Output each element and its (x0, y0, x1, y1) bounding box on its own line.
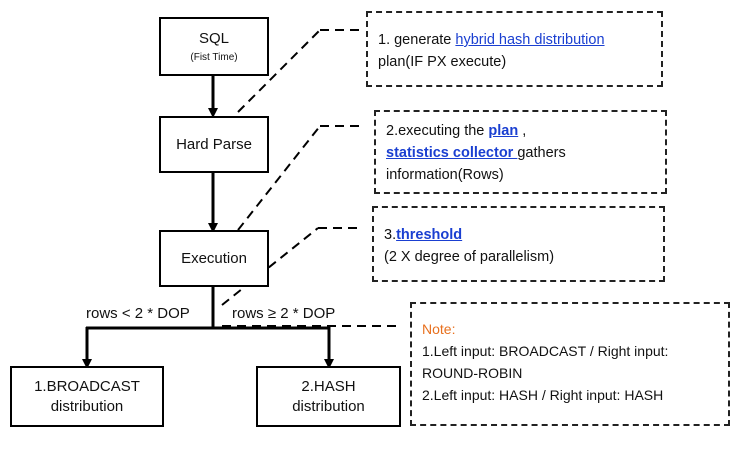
note4-title: Note: (422, 321, 456, 337)
execution-box: Execution (159, 230, 269, 287)
statistics-collector-link[interactable]: statistics collector (386, 145, 518, 161)
hash-line1: 2.HASH (301, 378, 356, 395)
sql-box: SQL (Fist Time) (159, 17, 269, 76)
execution-label: Execution (181, 250, 247, 267)
note2-mid: , (518, 123, 527, 139)
note-threshold: 3.threshold (2 X degree of parallelism) (372, 206, 665, 282)
note-input-distribution: Note: 1.Left input: BROADCAST / Right in… (410, 302, 730, 426)
note3-line2: (2 X degree of parallelism) (384, 249, 555, 265)
note3-line1: 3.threshold (384, 224, 653, 246)
branch-label-left: rows < 2 * DOP (86, 305, 190, 322)
note1-line2: plan(IF PX execute) (378, 54, 507, 70)
note2-line1: 2.executing the plan , (386, 120, 655, 142)
hybrid-hash-distribution-link[interactable]: hybrid hash distribution (455, 32, 605, 48)
note3-prefix: 3. (384, 227, 397, 243)
note2-line2: statistics collector gathers (386, 142, 655, 164)
note2-suffix1: gathers (517, 145, 566, 161)
hard-parse-label: Hard Parse (176, 136, 252, 153)
broadcast-line1: 1.BROADCAST (34, 378, 140, 395)
note1-line1: 1. generate hybrid hash distribution (378, 29, 651, 51)
broadcast-line2: distribution (50, 398, 124, 415)
callout-line-1 (237, 29, 321, 113)
note1-prefix: 1. generate (378, 32, 456, 48)
threshold-link[interactable]: threshold (396, 227, 463, 243)
sql-subtitle: (Fist Time) (190, 52, 238, 63)
callout-line-3 (221, 227, 319, 306)
note2-line3: information(Rows) (386, 167, 504, 183)
note4-line2: ROUND-ROBIN (422, 365, 523, 381)
note4-line1: 1.Left input: BROADCAST / Right input: (422, 343, 669, 359)
hard-parse-box: Hard Parse (159, 116, 269, 173)
broadcast-box: 1.BROADCAST distribution (10, 366, 164, 427)
note-generate-plan: 1. generate hybrid hash distribution pla… (366, 11, 663, 87)
note4-line3: 2.Left input: HASH / Right input: HASH (422, 387, 664, 403)
note-statistics-collector: 2.executing the plan , statistics collec… (374, 110, 667, 194)
plan-link[interactable]: plan (488, 123, 519, 139)
sql-title: SQL (198, 30, 229, 47)
hash-box: 2.HASH distribution (256, 366, 401, 427)
branch-label-right: rows ≥ 2 * DOP (232, 305, 336, 322)
callout-line-2 (237, 125, 321, 231)
note2-prefix: 2.executing the (386, 123, 489, 139)
hash-line2: distribution (292, 398, 365, 415)
